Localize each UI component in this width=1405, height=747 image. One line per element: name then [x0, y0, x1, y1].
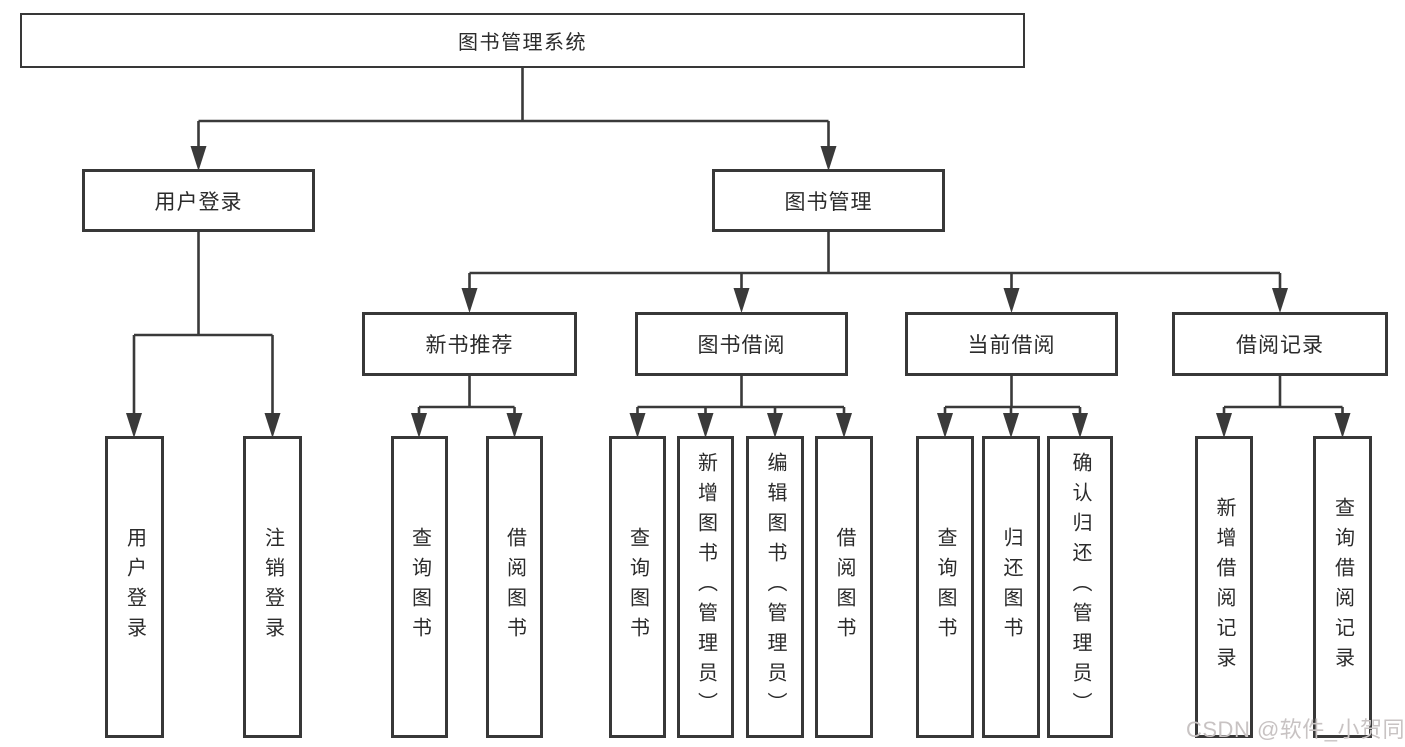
leaf-user-login: 用户登录 — [105, 436, 164, 738]
leaf-edit-books-admin: 编辑图书（管理员） — [746, 436, 804, 738]
node-label: 借阅图书 — [833, 527, 855, 647]
node-label: 新书推荐 — [425, 334, 514, 357]
node-library-management-system: 图书管理系统 — [20, 13, 1025, 68]
arrowhead — [506, 413, 523, 438]
arrowhead — [937, 413, 953, 438]
connector-root-to-level2 — [197, 68, 830, 147]
csdn-watermark: CSDN @软件_小贺同学 — [1186, 717, 1405, 742]
connector-newbook-to-leaves — [417, 376, 516, 414]
arrowhead — [629, 413, 646, 438]
arrowhead — [190, 146, 207, 171]
node-label: 查询图书 — [626, 527, 649, 647]
leaf-logout: 注销登录 — [243, 436, 302, 738]
arrowhead — [126, 413, 142, 438]
connector-records-to-leaves — [1222, 376, 1344, 414]
arrowhead — [1003, 288, 1020, 313]
node-label: 图书管理 — [784, 190, 873, 214]
arrowhead — [767, 413, 783, 438]
node-label: 查询图书 — [934, 527, 956, 647]
node-book-borrow: 图书借阅 — [635, 312, 848, 376]
node-label: 确认归还（管理员） — [1069, 452, 1091, 722]
node-book-management: 图书管理 — [712, 169, 945, 232]
node-label: 新增借阅记录 — [1213, 497, 1235, 677]
leaf-borrow-books-1: 借阅图书 — [486, 436, 543, 738]
arrowhead — [1216, 413, 1232, 438]
leaf-confirm-return-admin: 确认归还（管理员） — [1047, 436, 1113, 738]
connector-userlogin-to-leaves — [132, 232, 274, 414]
leaf-query-borrow-record: 查询借阅记录 — [1313, 436, 1372, 738]
node-current-borrow: 当前借阅 — [905, 312, 1118, 376]
node-label: 编辑图书（管理员） — [764, 452, 786, 722]
node-label: 查询图书 — [408, 527, 431, 647]
node-label: 用户登录 — [154, 190, 243, 214]
node-label: 注销登录 — [261, 527, 284, 647]
arrowhead — [461, 288, 478, 313]
node-new-book-recommend: 新书推荐 — [362, 312, 577, 376]
leaf-add-books-admin: 新增图书（管理员） — [677, 436, 734, 738]
node-label: 借阅图书 — [503, 527, 526, 647]
arrowhead — [1334, 413, 1351, 438]
leaf-query-books-3: 查询图书 — [916, 436, 974, 738]
node-label: 查询借阅记录 — [1331, 497, 1354, 677]
node-label: 借阅记录 — [1236, 334, 1324, 357]
node-label: 图书借阅 — [697, 334, 786, 357]
arrowhead — [820, 146, 837, 171]
node-label: 新增图书（管理员） — [694, 452, 717, 722]
arrowhead — [1272, 288, 1288, 313]
node-label: 图书管理系统 — [458, 32, 587, 54]
arrowhead — [1003, 413, 1019, 438]
connector-current-to-leaves — [943, 376, 1082, 414]
node-label: 用户登录 — [123, 527, 146, 647]
leaf-query-books-2: 查询图书 — [609, 436, 666, 738]
leaf-return-books: 归还图书 — [982, 436, 1040, 738]
node-label: 归还图书 — [1000, 527, 1022, 647]
arrowhead — [411, 413, 427, 438]
arrowhead — [1072, 413, 1088, 438]
node-label: 当前借阅 — [967, 334, 1056, 357]
node-borrow-records: 借阅记录 — [1172, 312, 1388, 376]
leaf-query-books-1: 查询图书 — [391, 436, 448, 738]
arrowhead — [697, 413, 714, 438]
connector-bookmgmt-to-level3 — [468, 232, 1282, 289]
node-user-login: 用户登录 — [82, 169, 315, 232]
leaf-add-borrow-record: 新增借阅记录 — [1195, 436, 1253, 738]
arrowhead — [733, 288, 750, 313]
leaf-borrow-books-2: 借阅图书 — [815, 436, 873, 738]
arrowhead — [264, 413, 281, 438]
connector-borrow-to-leaves — [636, 376, 846, 414]
arrowhead — [836, 413, 852, 438]
